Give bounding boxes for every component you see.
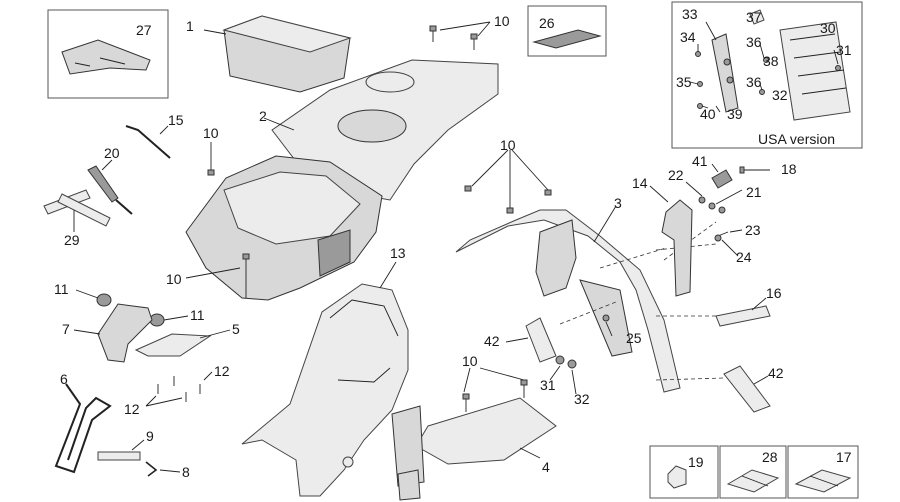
- callout-15: 15: [168, 112, 184, 128]
- callout-8: 8: [182, 464, 190, 480]
- callout-4: 4: [542, 459, 550, 475]
- screws-10-top: 10: [429, 13, 510, 50]
- callout-25: 25: [626, 330, 642, 346]
- callout-3: 3: [614, 195, 622, 211]
- callout-34: 34: [680, 29, 696, 45]
- callout-32a: 32: [772, 87, 788, 103]
- callout-33: 33: [682, 6, 698, 22]
- callout-1: 1: [186, 18, 194, 34]
- callout-20: 20: [104, 145, 120, 161]
- inset-box-26: 26: [527, 5, 607, 57]
- parts-21-22: 22 21: [668, 167, 762, 214]
- callout-14: 14: [632, 175, 648, 191]
- inset-box-17: 17: [787, 445, 859, 499]
- callout-17: 17: [836, 449, 852, 465]
- parts-23-24: 23 24: [714, 222, 761, 265]
- callout-21: 21: [746, 184, 762, 200]
- callout-10c: 10: [166, 271, 182, 287]
- callout-11a: 11: [54, 281, 69, 297]
- callout-2: 2: [259, 108, 267, 124]
- callout-39: 39: [727, 106, 743, 122]
- reflector-16: 16: [715, 285, 782, 327]
- screw-10-left: 10: [203, 125, 219, 176]
- callout-6: 6: [60, 371, 68, 387]
- callout-42b: 42: [768, 365, 784, 381]
- callout-31b: 31: [540, 377, 556, 393]
- part-25-31-32: 25 31 32: [540, 314, 642, 407]
- part-2-helmet-compartment: 2: [185, 59, 499, 301]
- callout-36b: 36: [746, 74, 762, 90]
- callout-22: 22: [668, 167, 684, 183]
- callout-19: 19: [688, 454, 704, 470]
- callout-16: 16: [766, 285, 782, 301]
- callout-11b: 11: [190, 307, 205, 323]
- inset-box-19: 19: [649, 445, 719, 499]
- callout-12a: 12: [214, 363, 230, 379]
- callout-41: 41: [692, 153, 708, 169]
- reflector-42-right: 42: [723, 365, 784, 413]
- part-41-light: 41 18: [692, 153, 797, 189]
- callout-32b: 32: [574, 391, 590, 407]
- callout-10a: 10: [494, 13, 510, 29]
- callout-5: 5: [232, 321, 240, 337]
- alignment-lines: [559, 221, 725, 381]
- screws-10-right: 10: [464, 137, 552, 214]
- callout-10d: 10: [462, 353, 478, 369]
- callout-9: 9: [146, 428, 154, 444]
- callout-42a: 42: [484, 333, 500, 349]
- callout-24: 24: [736, 249, 752, 265]
- usa-version-label: USA version: [758, 131, 835, 147]
- callout-10e: 10: [500, 137, 516, 153]
- callout-36a: 36: [746, 34, 762, 50]
- callout-38: 38: [763, 53, 779, 69]
- callout-37: 37: [746, 9, 762, 25]
- callout-30: 30: [820, 20, 836, 36]
- reflector-42-left: 42: [484, 317, 557, 363]
- callout-28: 28: [762, 449, 778, 465]
- part-6-9-8: 6 9 8: [54, 371, 190, 480]
- callout-35: 35: [676, 74, 692, 90]
- callout-7: 7: [62, 321, 70, 337]
- callout-23: 23: [745, 222, 761, 238]
- callout-26: 26: [539, 15, 555, 31]
- screws-10-middle: 10: [462, 353, 528, 412]
- callout-27: 27: [136, 22, 152, 38]
- part-14-support: 14: [632, 175, 693, 297]
- inset-box-usa-version: 33 37 30 34 36 31 38 35 36 32 40 39 USA …: [671, 1, 863, 149]
- part-1-cover: 1: [186, 15, 352, 93]
- part-13-rear-mudguard: 13: [241, 245, 409, 497]
- callout-29: 29: [64, 232, 80, 248]
- callout-40: 40: [700, 106, 716, 122]
- screws-12: 12 12: [124, 363, 230, 417]
- callout-31a: 31: [836, 42, 852, 58]
- inset-box-28: 28: [719, 445, 787, 499]
- callout-13: 13: [390, 245, 406, 261]
- tool-kit: 15 20 29: [43, 112, 184, 248]
- screw-10-lower: 10: [166, 253, 250, 298]
- inset-box-27: 27: [47, 9, 169, 99]
- callout-12b: 12: [124, 401, 140, 417]
- part-7-bracket-and-bushings: 11 11 7 5: [54, 281, 240, 363]
- part-4-splash-guard: 4: [391, 397, 557, 501]
- callout-18: 18: [781, 161, 797, 177]
- callout-10b: 10: [203, 125, 219, 141]
